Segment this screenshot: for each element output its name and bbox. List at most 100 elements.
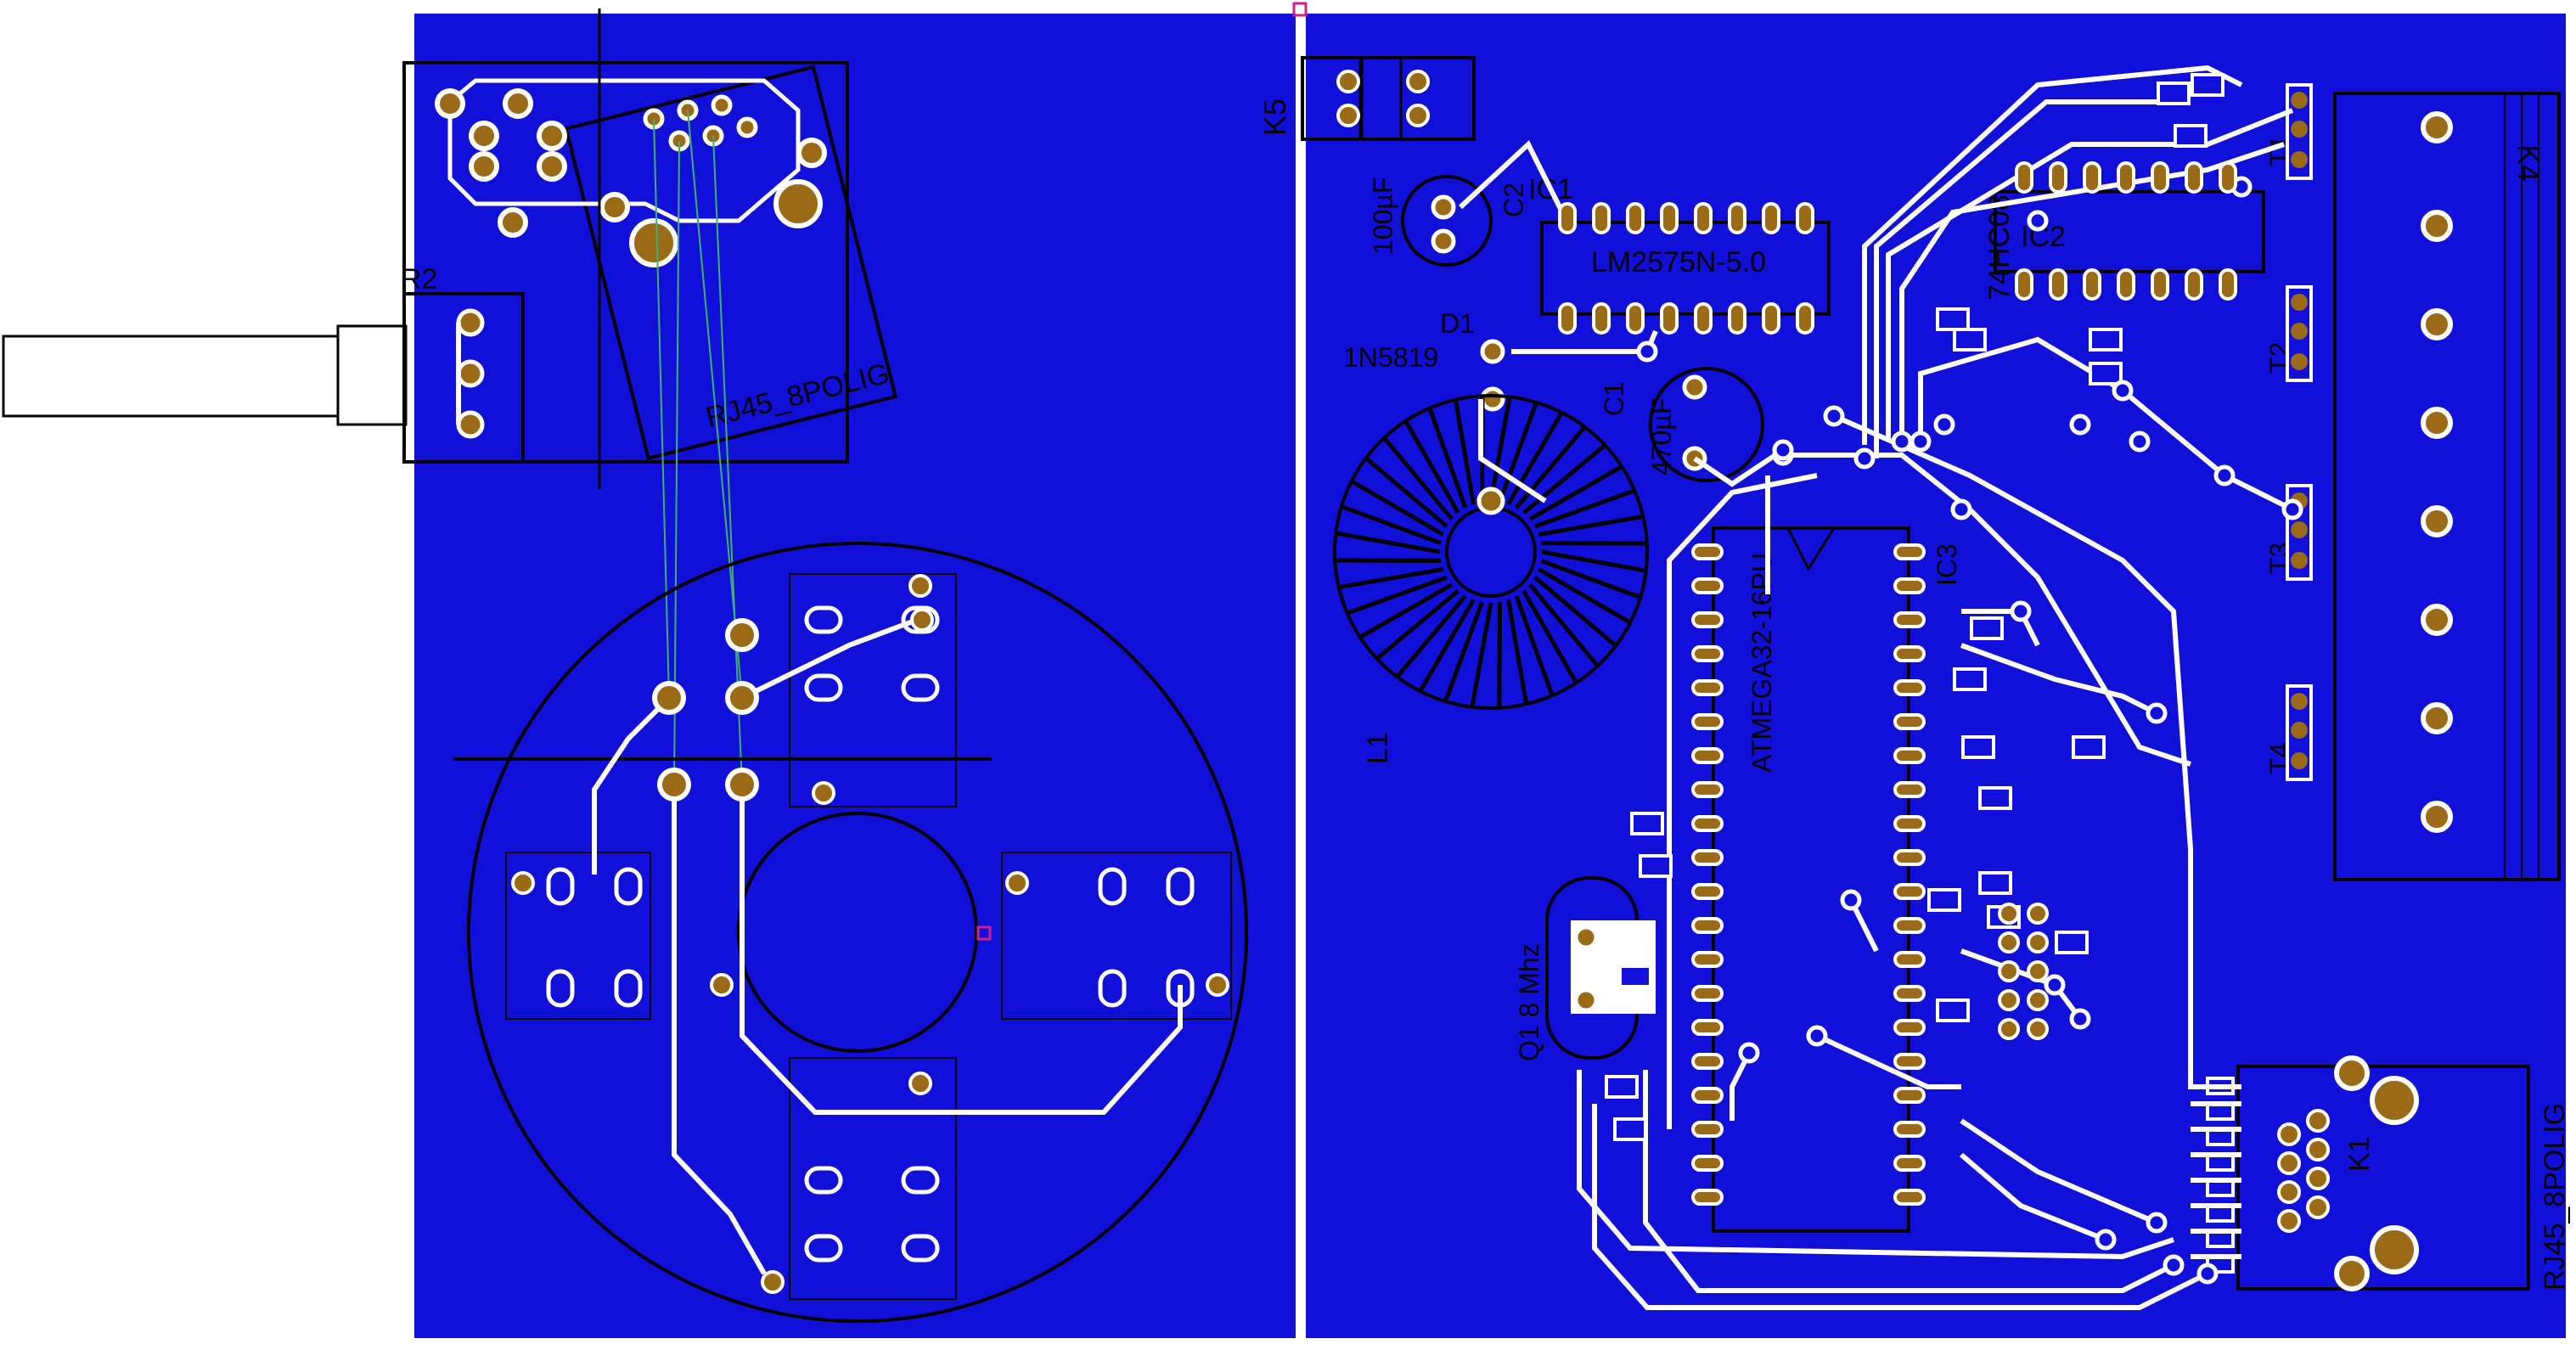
ic2-pin <box>2219 161 2237 194</box>
smd-pad <box>2191 73 2224 97</box>
toroid-winding <box>1360 582 1454 638</box>
ic2-pin <box>2083 268 2101 301</box>
toroid-winding <box>1365 457 1448 528</box>
rj45-connector-k3: RJ45_8POLIG <box>402 8 898 489</box>
isp-header-pin <box>2027 960 2049 982</box>
ic3-pin <box>1893 917 1926 934</box>
smd-pad <box>1970 616 2004 640</box>
via <box>1933 413 1955 436</box>
rj45-connector-k1: K1 RJ45_8POLIG <box>2206 1055 2571 1291</box>
transistor-t3: T3 <box>2264 484 2313 581</box>
ic1-pin <box>1694 302 1713 335</box>
q1-label: Q1 8 Mhz <box>1514 943 1544 1061</box>
ic3-pin <box>1691 1087 1724 1104</box>
k4-pad <box>2421 111 2453 143</box>
smd-pad <box>1953 667 1987 691</box>
ic3-pin <box>1691 849 1724 866</box>
ic1-part-label: LM2575N-5.0 <box>1591 246 1766 278</box>
toroid-winding <box>1419 599 1476 691</box>
smd-pad <box>1927 888 1961 912</box>
ic1-pin <box>1694 202 1713 234</box>
k1-pin <box>2277 1209 2301 1233</box>
isp-header-pin <box>1998 960 2020 982</box>
isp-header-pin <box>2027 931 2049 953</box>
smd-pad <box>1978 871 2012 895</box>
ic1-pin <box>1762 202 1780 234</box>
toroid-winding <box>1470 602 1493 706</box>
toroid-winding <box>1533 576 1617 647</box>
via <box>2069 1008 2091 1030</box>
k4-pad <box>2421 702 2453 734</box>
toroid-winding <box>1347 575 1448 615</box>
via <box>1823 405 1845 427</box>
ic3-pin <box>1691 543 1724 560</box>
ic3-pin <box>1691 679 1724 696</box>
smd-components <box>1605 73 2303 1285</box>
ic3-pin <box>1893 815 1926 832</box>
ic3-pin <box>1893 1121 1926 1138</box>
transistor-t2: T2 <box>2264 285 2313 382</box>
ic3-pin <box>1893 713 1926 730</box>
k4-label: K4 <box>2511 144 2546 182</box>
ic1-pin <box>1558 302 1577 335</box>
via <box>1853 447 1876 470</box>
isp-header-pin <box>1998 931 2020 953</box>
via <box>2010 600 2032 622</box>
smd-pad <box>1630 812 1664 835</box>
d1-part-label: 1N5819 <box>1343 342 1438 373</box>
smd-pad <box>2089 362 2123 385</box>
via <box>2146 1212 2168 1234</box>
airwires <box>653 110 743 785</box>
ic2-pin <box>2015 268 2033 301</box>
smd-pad <box>1613 1117 1647 1141</box>
toroid-winding <box>1428 408 1468 509</box>
smd-pad <box>1953 328 1987 352</box>
ic1-pin <box>1626 302 1645 335</box>
ic3-pin <box>1691 1053 1724 1070</box>
ic1-pin <box>1660 202 1679 234</box>
via <box>1910 430 1932 453</box>
ic3-pin <box>1691 781 1724 798</box>
c1-label: C1 <box>1599 381 1629 416</box>
transistor-t1: T1 <box>2264 83 2313 180</box>
k4-pad <box>2421 505 2453 537</box>
d1-label: D1 <box>1440 308 1475 339</box>
via <box>2196 1263 2219 1285</box>
k4-pad <box>2421 801 2453 833</box>
toroid-winding <box>1540 559 1640 599</box>
toroid-winding <box>1541 549 1645 573</box>
ic3-pin <box>1893 985 1926 1002</box>
ic2-pin <box>2185 268 2203 301</box>
k1-pin <box>2306 1138 2330 1162</box>
crystal-q1: Q1 8 Mhz <box>1514 876 1656 1061</box>
via <box>1806 1025 1828 1047</box>
ic1-pin <box>1592 202 1611 234</box>
left-board <box>414 14 1296 1338</box>
ic2-pin <box>2151 161 2169 194</box>
ic2-pin <box>2015 161 2033 194</box>
via <box>1950 498 1972 520</box>
ic3-pin <box>1893 543 1926 560</box>
smd-pad <box>1961 735 1995 759</box>
via <box>1840 889 1862 911</box>
isp-header-pin <box>2027 989 2049 1011</box>
ic1-pin <box>1558 202 1577 234</box>
right-board <box>1306 14 2566 1338</box>
t2-label: T2 <box>2264 342 2295 374</box>
k1-pin <box>2306 1167 2330 1190</box>
k1-part-label: RJ45_8POLIG <box>2539 1103 2571 1291</box>
ic3-pin <box>1691 1121 1724 1138</box>
l1-label: L1 <box>1362 732 1394 764</box>
ic3-pin <box>1893 883 1926 900</box>
ic3-pin <box>1691 951 1724 968</box>
ic2-pin <box>2049 161 2067 194</box>
ic1-pin <box>1728 302 1746 335</box>
ic3-pin <box>1691 577 1724 594</box>
toroid-winding <box>1538 515 1642 537</box>
via <box>1636 340 1658 363</box>
toroid-winding <box>1534 489 1634 529</box>
connector-k4: K4 <box>2333 92 2561 881</box>
transistor-t4: T4 <box>2264 684 2313 781</box>
round-sensor-module <box>453 542 1248 1323</box>
cap-470-label: 470µF <box>1646 398 1677 475</box>
